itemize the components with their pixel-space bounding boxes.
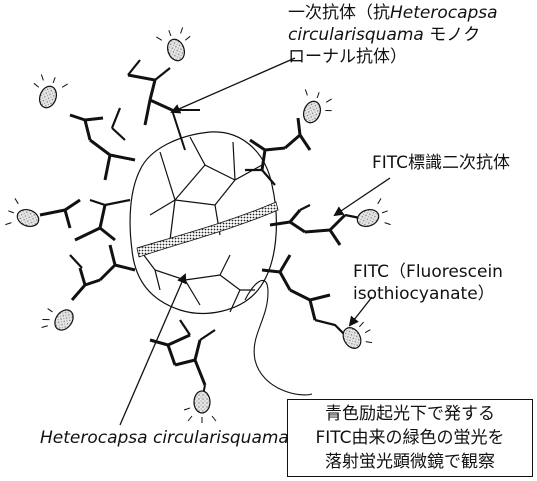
fluorophore (37, 300, 77, 341)
fluorophore (340, 318, 377, 354)
antibody-group-right (270, 205, 360, 245)
primary-line1: 一次抗体（抗 (288, 3, 390, 23)
arrow-cell (120, 275, 185, 425)
fluorophore (353, 198, 393, 235)
fluorophore (156, 24, 197, 65)
label-fitc: FITC（Fluorescein isothiocyanate） (353, 261, 503, 305)
observation-note-box: 青色励起光下で発する FITC由来の緑色の蛍光を 落射蛍光顕微鏡で観察 (287, 399, 533, 477)
fluorophore (3, 198, 43, 235)
primary-line2-italic: circularisquama (288, 25, 424, 45)
note-line-2: FITC由来の緑色の蛍光を (288, 426, 532, 450)
primary-line3: ローナル抗体） (288, 46, 498, 68)
antibody-group-lower-left (70, 245, 135, 300)
label-secondary-antibody: FITC標識二次抗体 (372, 152, 510, 174)
label-primary-antibody: 一次抗体（抗Heterocapsa circularisquama モノク ロー… (288, 2, 498, 68)
fluorophore (295, 87, 336, 128)
antibody-group-middle-left (40, 200, 130, 240)
arrow-primary-antibody (172, 58, 295, 112)
note-line-1: 青色励起光下で発する (288, 402, 532, 426)
antibody-group-upper-left (70, 108, 135, 180)
primary-line2-rest: モノク (424, 25, 480, 45)
fitc-line2: isothiocyanate） (353, 283, 503, 305)
fluorophore (184, 391, 216, 423)
fluorophore (27, 71, 68, 112)
label-cell-name: Heterocapsa circularisquama (40, 427, 289, 449)
fitc-line1: FITC（Fluorescein (353, 261, 503, 283)
note-line-3: 落射蛍光顕微鏡で観察 (288, 450, 532, 474)
primary-line1-italic: Heterocapsa (390, 3, 498, 23)
arrow-secondary-antibody (335, 178, 390, 215)
antibody-group-bottom (150, 320, 215, 395)
antibody-group-lower-right (262, 255, 345, 335)
